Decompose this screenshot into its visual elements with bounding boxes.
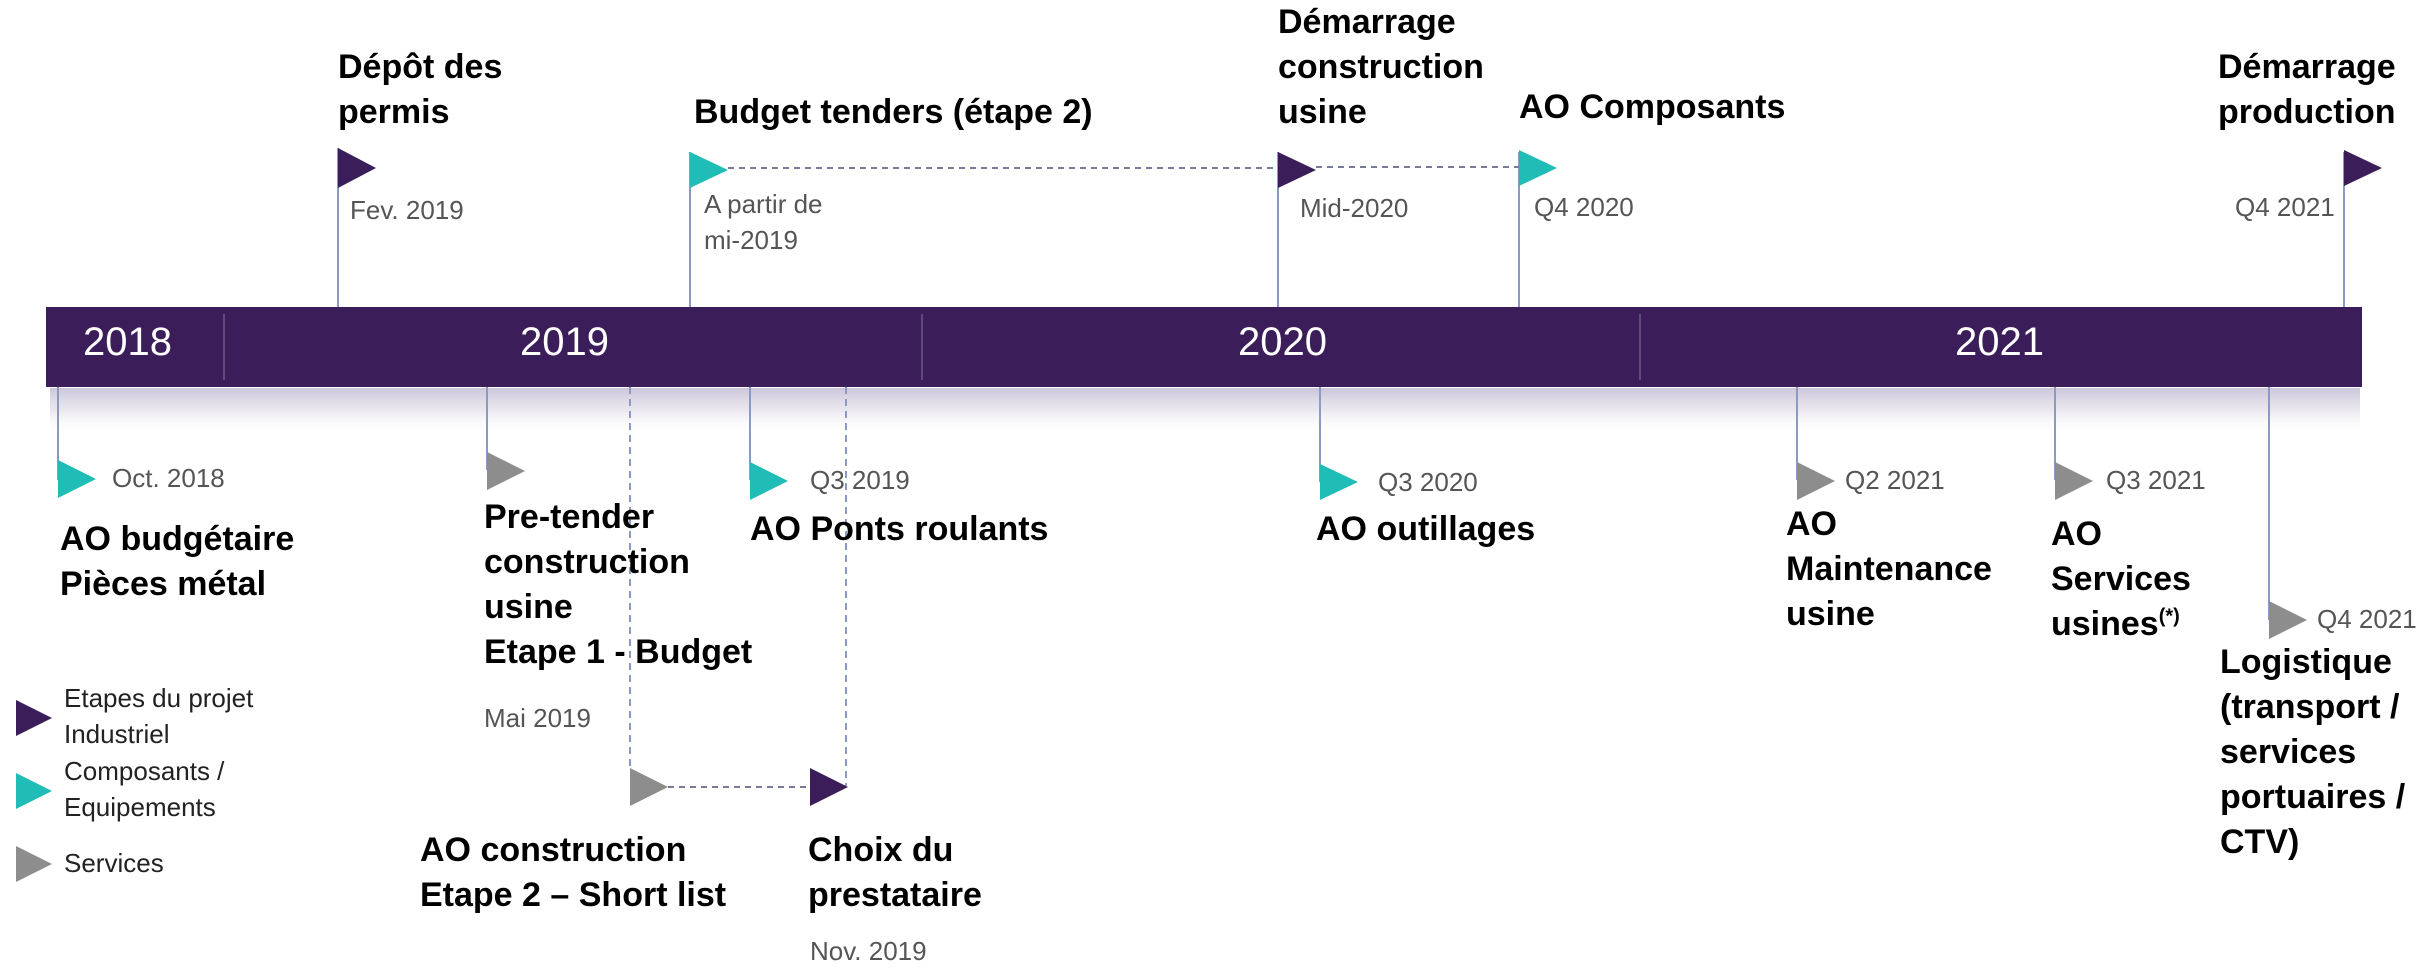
milestone-title-ao-services: AO Services usines(*) <box>2051 515 2191 643</box>
legend-label-services: Services <box>64 848 164 878</box>
milestone-title-ao-construction: AO construction Etape 2 – Short list <box>420 831 727 914</box>
milestone-title-depot-permis: Dépôt des permis <box>338 48 503 131</box>
milestone-date-ao-ponts: Q3 2019 <box>810 465 910 495</box>
milestone-date-ao-outillages: Q3 2020 <box>1378 467 1478 497</box>
legend-label-components: Composants / Equipements <box>64 756 225 822</box>
year-label-2021: 2021 <box>1955 320 2044 364</box>
timeline-bar-end <box>2348 307 2362 387</box>
year-label-2018: 2018 <box>83 320 172 364</box>
milestone-date-ao-services: Q3 2021 <box>2106 465 2206 495</box>
milestone-date-budget-tenders: A partir de mi-2019 <box>704 189 823 255</box>
flag-logistique <box>2269 601 2307 639</box>
milestone-title-demarrage-production: Démarrage production <box>2218 48 2396 131</box>
milestone-date-ao-budgetaire: Oct. 2018 <box>112 463 225 493</box>
flag-ao-ponts <box>750 462 788 500</box>
footnote-marker: (*) <box>2158 605 2180 628</box>
flag-demarrage-construction <box>1278 152 1316 188</box>
milestone-date-demarrage-production: Q4 2021 <box>2235 192 2335 222</box>
milestone-date-demarrage-construction: Mid-2020 <box>1300 193 1409 223</box>
flag-ao-composants <box>1519 150 1557 186</box>
milestone-date-ao-composants: Q4 2020 <box>1534 192 1634 222</box>
year-label-2019: 2019 <box>520 320 609 364</box>
timeline-bar-shadow <box>50 388 2360 434</box>
milestone-title-ao-outillages: AO outillages <box>1316 510 1536 548</box>
milestone-title-pre-tender: Pre-tender construction usine Etape 1 - … <box>484 498 753 671</box>
flag-budget-tenders <box>690 152 728 188</box>
flag-ao-services <box>2055 462 2093 500</box>
timeline-bar <box>46 307 2362 387</box>
flag-ao-construction <box>630 768 668 806</box>
milestone-title-ao-composants: AO Composants <box>1519 88 1786 126</box>
legend-components-icon <box>16 773 52 809</box>
milestone-title-demarrage-construction: Démarrage construction usine <box>1278 3 1484 131</box>
milestone-title-ao-budgetaire: AO budgétaire Pièces métal <box>60 520 295 603</box>
milestone-title-logistique: Logistique (transport / services portuai… <box>2220 643 2406 861</box>
legend-project-icon <box>16 700 52 736</box>
milestone-date-depot-permis: Fev. 2019 <box>350 195 464 225</box>
milestone-title-choix-prestataire: Choix du prestataire <box>808 831 982 914</box>
flag-choix-prestataire <box>810 768 848 806</box>
flag-depot-permis <box>338 148 376 188</box>
flag-ao-budgetaire <box>58 460 96 498</box>
legend-services-icon <box>16 846 52 882</box>
year-label-2020: 2020 <box>1238 320 1327 364</box>
flag-demarrage-production <box>2344 150 2382 186</box>
milestone-date-logistique: Q4 2021 <box>2317 604 2417 634</box>
flag-pre-tender <box>487 452 525 490</box>
milestone-date-pre-tender: Mai 2019 <box>484 703 591 733</box>
milestone-title-budget-tenders: Budget tenders (étape 2) <box>694 93 1093 131</box>
milestone-date-choix-prestataire: Nov. 2019 <box>810 936 927 966</box>
legend-label-project: Etapes du projet Industriel <box>64 683 254 749</box>
milestone-date-ao-maintenance: Q2 2021 <box>1845 465 1945 495</box>
milestone-title-ao-maintenance: AO Maintenance usine <box>1786 505 1992 633</box>
flag-ao-maintenance <box>1797 462 1835 500</box>
milestone-title-ao-ponts: AO Ponts roulants <box>750 510 1049 548</box>
flag-ao-outillages <box>1320 464 1358 500</box>
